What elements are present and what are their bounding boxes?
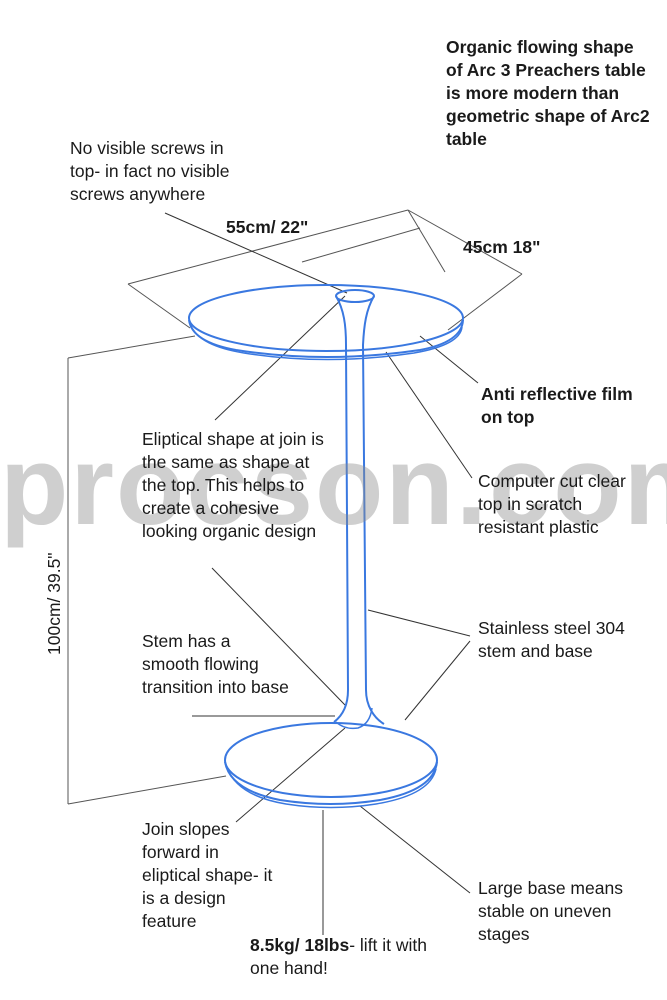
organic-shape-note: Organic flowing shape of Arc 3 Preachers…: [446, 37, 650, 149]
weight-note: 8.5kg/ 18lbs- lift it with one hand!: [250, 934, 430, 980]
leader-lines: [164, 212, 479, 935]
weight-remark: - lift it with one hand!: [250, 935, 428, 978]
large-base-note: Large base means stable on uneven stages: [478, 878, 623, 944]
table-stem: [333, 289, 385, 730]
height-dimension: 100cm/ 39.5": [44, 552, 64, 655]
no-screws-note: No visible screws in top- in fact no vis…: [70, 138, 230, 204]
weight-value: 8.5kg/ 18lbs: [250, 935, 350, 955]
join-slopes-note: Join slopes forward in eliptical shape- …: [142, 819, 273, 931]
stainless-steel-note: Stainless steel 304 stem and base: [478, 618, 625, 661]
anti-reflective-note: Anti reflective film on top: [481, 384, 633, 427]
computer-cut-note: Computer cut clear top in scratch resist…: [478, 471, 626, 537]
eliptical-join-note: Eliptical shape at join is the same as s…: [142, 429, 324, 541]
table-top: [188, 284, 464, 361]
watermark: procson.com: [0, 423, 667, 548]
table-base: [224, 722, 438, 809]
stem-transition-note: Stem has a smooth flowing transition int…: [142, 631, 289, 697]
dimension-lines: [67, 209, 523, 805]
depth-dimension: 45cm 18": [463, 237, 541, 257]
width-dimension: 55cm/ 22": [226, 217, 309, 237]
